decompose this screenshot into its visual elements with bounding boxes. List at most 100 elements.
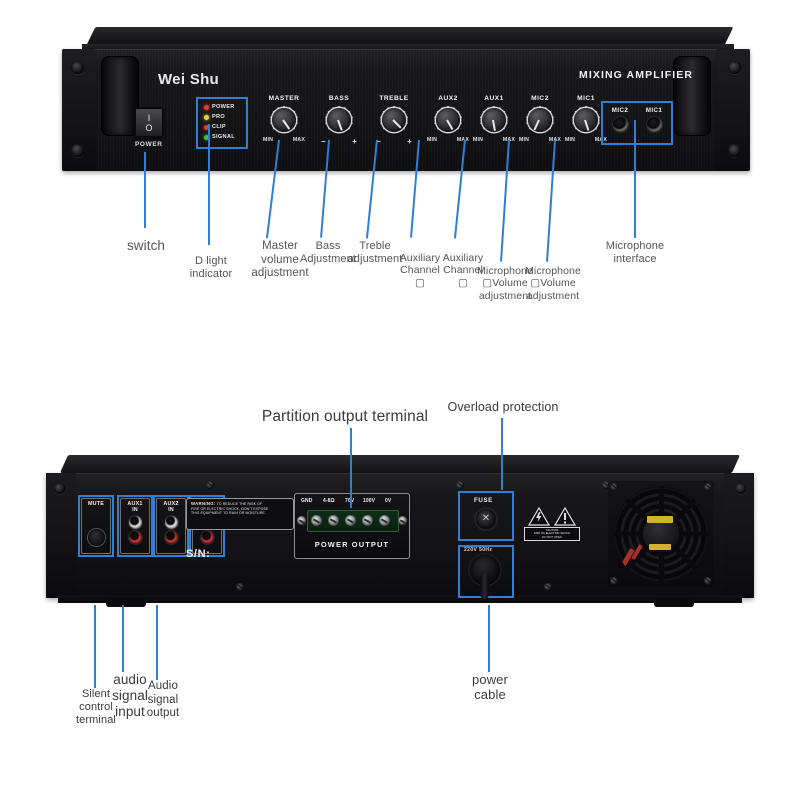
- rca-jack-left[interactable]: [128, 515, 142, 529]
- power-cable-cord: [480, 573, 489, 599]
- knob-mic1[interactable]: [574, 108, 598, 132]
- led-indicator-highlight-box: [196, 97, 248, 149]
- knob-min-label: MIN: [519, 137, 530, 143]
- rear-screw-hole: [735, 483, 746, 494]
- fan-label-yellow: [647, 516, 673, 523]
- led-indicator-signal: SIGNAL: [204, 132, 235, 142]
- serial-number-label: S/N:: [186, 548, 211, 560]
- knob-range-labels: −+: [372, 137, 416, 146]
- rca-jack-right[interactable]: [128, 531, 142, 544]
- knob-group-aux1: AUX1MINMAX: [472, 95, 516, 145]
- terminal-screw-4[interactable]: [379, 515, 390, 526]
- mic-jack-label: MIC2: [611, 107, 629, 114]
- front-callout-line-0: [144, 152, 146, 228]
- fan-label-yellow: [649, 544, 671, 550]
- knob-group-mic2: MIC2MINMAX: [518, 95, 562, 145]
- front-panel-view: Wei Shu MIXING AMPLIFIER I O POWER POWER…: [62, 27, 750, 178]
- rear-top-bevel: [59, 455, 741, 473]
- power-output-title: POWER OUTPUT: [314, 540, 390, 549]
- fan-screw: [704, 483, 712, 491]
- led-indicator-pro: PRO: [204, 112, 235, 122]
- caution-text-box: CAUTION RISK OF ELECTRIC SHOCK DO NOT OP…: [524, 527, 580, 542]
- mute-terminal-block[interactable]: MUTE: [81, 498, 111, 554]
- mic-jack-mic1[interactable]: [646, 117, 662, 132]
- terminal-screw-3[interactable]: [362, 515, 373, 526]
- rear-callout-line-3: [122, 605, 124, 672]
- knob-max-label: +: [407, 137, 412, 146]
- knob-body: [472, 105, 516, 137]
- rear-foot: [654, 598, 694, 607]
- led-label: POWER: [212, 104, 235, 110]
- terminal-label-1: 4-8Ω: [323, 498, 335, 504]
- rear-callout-line-5: [488, 605, 490, 672]
- terminal-mount-screw: [398, 516, 407, 525]
- rear-top-callout-label-1: Overload protection: [447, 400, 559, 414]
- knob-group-treble: TREBLE−+: [372, 95, 416, 146]
- rear-screw-hole: [54, 483, 65, 494]
- knob-range-labels: −+: [317, 137, 361, 146]
- ac-socket-label: 220V 50Hz: [464, 547, 493, 553]
- knob-group-master: MASTER MIN MAX: [262, 95, 306, 145]
- knob-min-label: MIN: [263, 137, 274, 143]
- rca-jack-right[interactable]: [200, 531, 214, 544]
- knob-aux1[interactable]: [482, 108, 506, 132]
- caution-label-group: CAUTION RISK OF ELECTRIC SHOCK DO NOT OP…: [524, 507, 580, 542]
- knob-max-label: MAX: [292, 137, 305, 143]
- mute-dial[interactable]: [87, 529, 105, 546]
- power-switch-label: POWER: [135, 141, 163, 148]
- knob-max-label: +: [352, 137, 357, 146]
- chassis-screw: [602, 481, 610, 489]
- chassis-screw: [236, 583, 244, 591]
- terminal-screw-0[interactable]: [311, 515, 322, 526]
- led-label: CLIP: [212, 124, 226, 130]
- warning-text-1: TO REDUCE THE RISK OF: [216, 502, 263, 506]
- terminal-screw-1[interactable]: [328, 515, 339, 526]
- terminal-mount-screw: [297, 516, 306, 525]
- rear-foot: [106, 598, 146, 607]
- power-switch[interactable]: I O: [134, 107, 164, 138]
- rear-callout-line-0: [350, 428, 352, 508]
- caution-title: CAUTION: [545, 528, 559, 532]
- front-callout-line-9: [634, 120, 636, 238]
- rear-callout-line-2: [94, 605, 96, 688]
- knob-aux2[interactable]: [436, 108, 460, 132]
- terminal-label-3: 100V: [363, 498, 376, 504]
- knob-master[interactable]: [272, 108, 296, 132]
- front-callout-line-1: [208, 124, 210, 245]
- knob-bass[interactable]: [327, 108, 351, 132]
- rca-jack-right[interactable]: [164, 531, 178, 544]
- rack-handle-left: [102, 57, 138, 135]
- knob-treble[interactable]: [382, 108, 406, 132]
- front-callout-label-0: switch: [126, 238, 166, 253]
- chassis-screw: [456, 481, 464, 489]
- rear-callout-line-4: [156, 605, 158, 680]
- fuse-holder[interactable]: [476, 509, 496, 529]
- led-dot-power: [204, 104, 209, 110]
- chassis-screw: [206, 481, 214, 489]
- rca-jack-left[interactable]: [164, 515, 178, 529]
- rear-top-callout-label-0: Partition output terminal: [261, 408, 429, 425]
- terminal-screw-2[interactable]: [345, 515, 356, 526]
- rear-rack-ear-left: [46, 473, 76, 598]
- mic-jack-mic2[interactable]: [612, 117, 628, 132]
- knob-label-master: MASTER: [268, 95, 300, 102]
- knob-min-label: MIN: [473, 137, 484, 143]
- fan-screw: [610, 483, 618, 491]
- knob-mic2[interactable]: [528, 108, 552, 132]
